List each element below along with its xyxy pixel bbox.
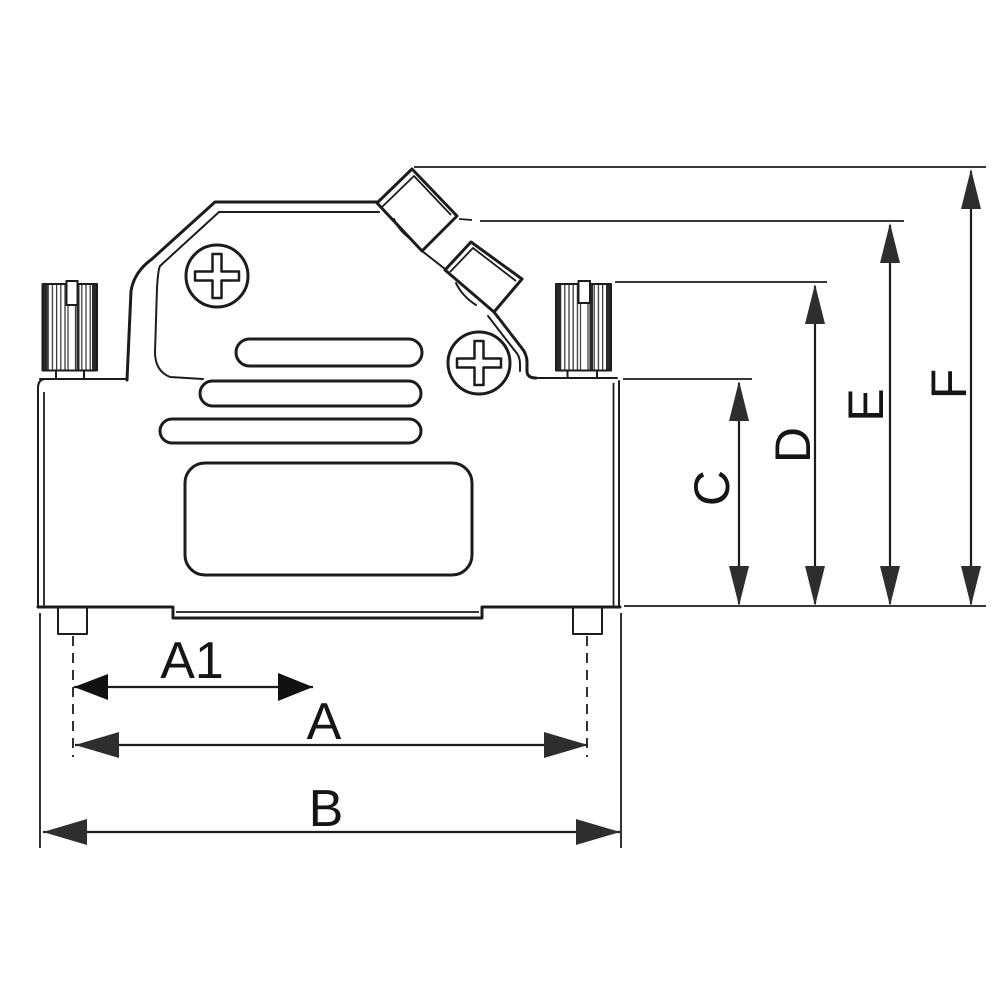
hood-top-ridge-outer xyxy=(125,200,379,382)
arrowhead-left xyxy=(74,674,108,700)
label-recess xyxy=(183,461,474,577)
screw-head-circle xyxy=(184,243,250,309)
phillips-cross-icon xyxy=(455,339,503,387)
dimension-label-a1: A1 xyxy=(160,632,224,690)
dimension-a1: A1 xyxy=(74,632,313,701)
dimension-d: D xyxy=(765,284,825,606)
dimension-f: F xyxy=(921,169,981,606)
arrowhead-left xyxy=(75,732,119,758)
louvre-slot-1 xyxy=(234,337,424,368)
dimension-annotations: A1 A B C D xyxy=(39,166,986,848)
arrowhead-down xyxy=(805,566,825,606)
right-thumbscrew-slot xyxy=(577,280,591,304)
clamp-section-1-rolled-edge xyxy=(393,218,413,241)
hood-top-ridge-inner xyxy=(154,211,380,380)
arrowhead-left xyxy=(43,819,87,845)
ref-line-e-dash xyxy=(458,218,473,221)
clamp-neck-inner xyxy=(487,315,521,372)
arrowhead-right xyxy=(576,819,620,845)
cable-clamp-section-2 xyxy=(443,240,524,314)
arrowhead-up xyxy=(880,223,900,263)
left-foot xyxy=(57,606,88,635)
louvre-slot-3 xyxy=(158,417,423,445)
dimension-c: C xyxy=(684,381,749,606)
screw-head-circle xyxy=(446,330,512,396)
connector-hood xyxy=(36,167,622,635)
clamp-section-2-rolled-edge xyxy=(455,282,477,306)
dimension-label-b: B xyxy=(309,780,344,838)
left-thumbscrew-edge-bar-right xyxy=(92,284,97,371)
right-thumbscrew-edge-bar-left xyxy=(556,284,561,371)
dimension-label-f: F xyxy=(921,369,977,400)
arrowhead-up xyxy=(805,284,825,324)
phillips-cross-icon xyxy=(193,252,241,300)
dimension-label-c: C xyxy=(684,470,740,506)
left-thumbscrew-slot xyxy=(65,280,79,306)
arrowhead-down xyxy=(961,566,981,606)
right-foot xyxy=(572,606,603,635)
arrowhead-up xyxy=(961,169,981,209)
extension-lines xyxy=(39,166,986,848)
dimension-label-d: D xyxy=(765,427,821,463)
louvre-slot-2 xyxy=(198,379,423,408)
left-edge-outer xyxy=(37,378,47,608)
left-thumbscrew xyxy=(41,280,98,379)
arrowhead-up xyxy=(729,381,749,421)
arrowhead-down xyxy=(729,566,749,606)
right-thumbscrew-edge-bar-right xyxy=(606,284,611,371)
dimension-b: B xyxy=(43,780,620,845)
right-thumbscrew xyxy=(555,280,612,379)
cable-clamp xyxy=(375,167,538,380)
dimension-a: A xyxy=(75,693,588,758)
dimension-label-a: A xyxy=(307,693,342,751)
clamp-neck-outer xyxy=(492,310,538,380)
clamp-joint-line xyxy=(421,250,446,270)
cable-clamp-section-1 xyxy=(375,167,459,253)
arrowhead-down xyxy=(880,566,900,606)
arrowhead-right xyxy=(278,673,313,701)
bottom-edge xyxy=(36,605,622,620)
left-thumbscrew-edge-bar-left xyxy=(42,284,48,371)
arrowhead-right xyxy=(544,732,588,758)
phillips-screw-top xyxy=(184,243,250,309)
dimension-e: E xyxy=(838,223,900,606)
phillips-screw-front xyxy=(446,330,512,396)
dimension-label-e: E xyxy=(838,388,894,421)
